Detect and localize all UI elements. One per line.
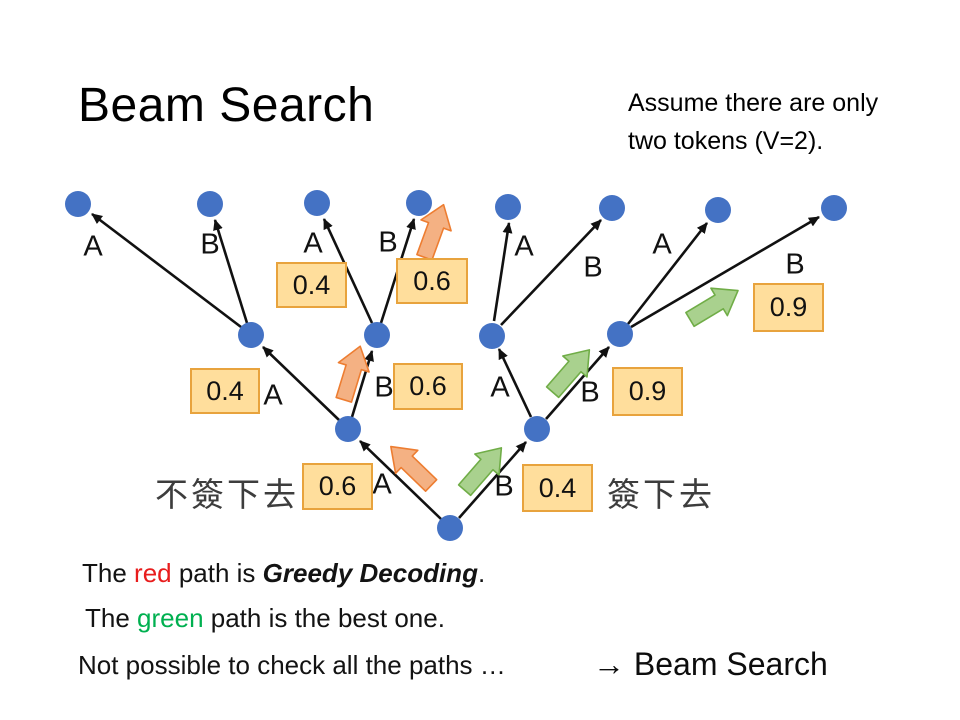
greedy-path-arrow-bottom	[390, 445, 438, 493]
beam-search-conclusion: → Beam Search	[593, 646, 828, 682]
edge-L2a-A	[91, 212, 242, 329]
tree-node	[238, 322, 264, 348]
edge-L2c-A	[492, 222, 513, 322]
edge-label: A	[83, 230, 103, 263]
probability-box: 0.9	[753, 283, 824, 332]
footer-line1-pre: The	[82, 558, 135, 588]
edge-label: B	[785, 248, 805, 281]
probability-box: 0.9	[612, 367, 683, 416]
assumption-note: Assume there are only two tokens (V=2).	[628, 84, 878, 160]
best-path-arrow-bottom	[457, 447, 503, 497]
footer-line-red-path: The red path is Greedy Decoding.	[82, 558, 485, 589]
red-word: red	[134, 558, 172, 588]
edge-label: A	[263, 379, 283, 412]
edge-L2b-A	[322, 218, 374, 324]
tree-leaf	[495, 194, 521, 220]
probability-box: 0.4	[522, 464, 593, 512]
tree-node-root	[437, 515, 463, 541]
assumption-note-line1: Assume there are only	[628, 89, 879, 117]
tree-leaf	[821, 195, 847, 221]
edge-label: B	[583, 251, 603, 284]
edge-label: B	[200, 228, 220, 261]
edge-label: A	[514, 230, 534, 263]
footer-line1-mid: path is	[171, 558, 263, 588]
probability-box: 0.6	[393, 363, 463, 410]
footer-line2-pre: The	[85, 603, 138, 633]
greedy-decoding-emphasis: Greedy Decoding	[262, 558, 478, 588]
edge-L2d-A	[626, 222, 709, 325]
tree-node	[607, 321, 633, 347]
tree-leaf	[406, 190, 432, 216]
edge-root-B	[458, 441, 527, 519]
tree-leaf	[705, 197, 731, 223]
footer-line-not-possible: Not possible to check all the paths …	[78, 650, 506, 680]
tree-leaf	[304, 190, 330, 216]
tree-leaf	[599, 195, 625, 221]
edge-L1right-A	[497, 348, 533, 418]
edge-label: B	[374, 371, 394, 404]
edge-L1right-B	[545, 346, 610, 420]
assumption-note-line2: two tokens (V=2).	[628, 127, 824, 155]
greedy-path-arrow-top	[416, 203, 452, 261]
probability-box: 0.4	[276, 262, 347, 308]
edge-L1left-B	[350, 350, 374, 418]
best-path-arrow-middle	[545, 349, 591, 399]
footer-line1-end: .	[477, 558, 486, 588]
edge-label: B	[378, 226, 398, 259]
tree-node	[335, 416, 361, 442]
edge-label: B	[580, 376, 600, 409]
tree-node	[479, 323, 505, 349]
tree-leaf	[65, 191, 91, 217]
edge-L2a-B	[213, 219, 249, 324]
edge-label: A	[490, 371, 510, 404]
edge-L2d-B	[630, 215, 820, 329]
probability-box: 0.6	[302, 463, 373, 510]
green-word: green	[137, 603, 204, 633]
edge-label: A	[303, 227, 323, 260]
edge-label: A	[652, 228, 672, 261]
probability-box: 0.6	[396, 258, 468, 304]
edge-label: A	[372, 468, 392, 501]
edge-L2c-B	[500, 219, 602, 326]
tree-leaf	[197, 191, 223, 217]
left-branch-caption: 不簽下去	[155, 476, 299, 513]
best-path-arrow-top	[685, 287, 739, 328]
tree-node	[364, 322, 390, 348]
edge-L1left-A	[262, 346, 340, 421]
edge-root-A	[359, 440, 442, 520]
greedy-path-arrow-middle	[335, 345, 370, 403]
tree-node	[524, 416, 550, 442]
footer-line-green-path: The green path is the best one.	[85, 603, 445, 634]
right-branch-caption: 簽下去	[607, 476, 715, 513]
edge-label: B	[494, 470, 514, 503]
page-title: Beam Search	[78, 79, 375, 132]
footer-line2-mid: path is the best one.	[203, 603, 445, 633]
probability-box: 0.4	[190, 368, 260, 414]
